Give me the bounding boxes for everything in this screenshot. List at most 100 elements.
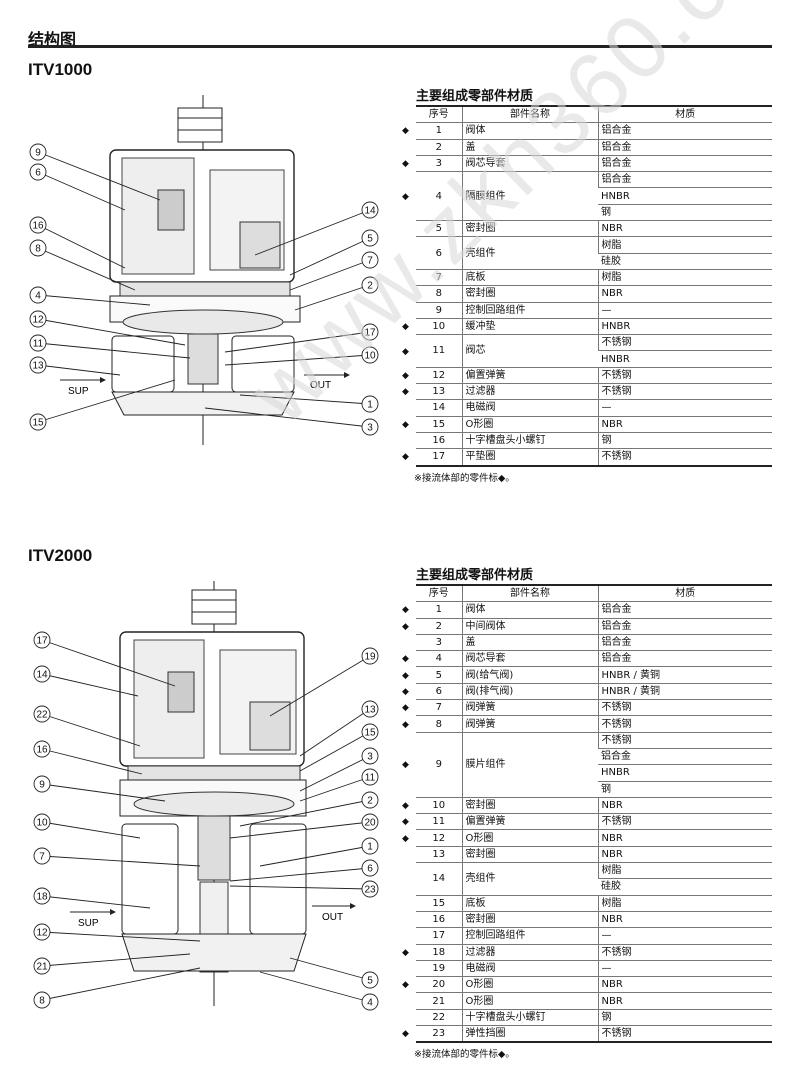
callout-leader-line — [37, 379, 176, 423]
callout-circle — [361, 723, 379, 741]
callout-leader-line — [294, 284, 371, 311]
callout-label: 22 — [36, 710, 48, 721]
part-number: 5 — [416, 220, 462, 238]
callout-circle — [361, 276, 379, 294]
callout-label: 1 — [367, 400, 373, 411]
part-name: 盖 — [461, 138, 598, 156]
part-name: 电磁阀 — [461, 399, 598, 417]
title-rule — [28, 45, 772, 48]
part-material: 不锈钢 — [597, 943, 772, 961]
fluid-contact-marker: ◆ — [402, 452, 409, 463]
callout-leader-line — [229, 867, 371, 882]
fluid-contact-marker: ◆ — [402, 370, 409, 381]
callout-label: 19 — [364, 652, 376, 663]
part-number: 21 — [416, 992, 462, 1010]
callout-leader-line — [37, 224, 126, 269]
part-name: 密封圈 — [461, 285, 598, 303]
part-name: 阀芯导套 — [461, 650, 598, 668]
part-name: 阀(给气阀) — [461, 666, 598, 684]
callout-label: 10 — [364, 351, 376, 362]
fluid-contact-marker: ◆ — [402, 947, 409, 958]
callout-leader-line — [37, 171, 126, 211]
part-number: 1 — [416, 122, 462, 140]
callout-label: 4 — [367, 998, 373, 1009]
table-title: 主要组成零部件材质 — [416, 568, 534, 583]
callout-leader-line — [41, 748, 143, 775]
part-material: 钢 — [597, 1008, 772, 1027]
callout-circle — [29, 143, 47, 161]
part-number: 7 — [416, 699, 462, 717]
part-material: NBR — [597, 796, 772, 815]
part-material: 不锈钢 — [597, 383, 772, 401]
callout-circle — [361, 323, 379, 341]
part-number: 3 — [416, 154, 462, 173]
fluid-contact-marker: ◆ — [402, 686, 409, 697]
part-number: 8 — [416, 715, 462, 733]
part-number: 10 — [416, 317, 462, 336]
callout-label: 11 — [33, 339, 44, 350]
callout-circle — [29, 239, 47, 257]
callout-circle — [33, 991, 51, 1009]
callout-leader-line — [37, 364, 121, 376]
part-number: 14 — [416, 862, 462, 896]
part-number: 10 — [416, 796, 462, 815]
part-material: 硅胶 — [598, 878, 772, 896]
part-name: 阀芯导套 — [461, 154, 598, 173]
part-number: 5 — [416, 666, 462, 684]
part-material: 铝合金 — [597, 650, 772, 668]
callout-label: 7 — [367, 256, 373, 267]
header-material: 材质 — [597, 584, 772, 603]
part-material: 铝合金 — [597, 122, 772, 140]
callout-label: 5 — [367, 976, 373, 987]
part-name: 阀弹簧 — [461, 699, 598, 717]
callout-label: 5 — [367, 234, 373, 245]
callout-label: 15 — [364, 728, 376, 739]
part-material: 铝合金 — [597, 617, 772, 635]
part-number: 4 — [416, 650, 462, 668]
callout-circle — [361, 768, 379, 786]
part-name: 底板 — [461, 894, 598, 912]
part-material: HNBR / 黄铜 — [597, 682, 772, 701]
callout-label: 13 — [364, 705, 376, 716]
callout-leader-line — [259, 971, 371, 1003]
callout-leader-line — [41, 855, 201, 867]
part-name: O形圈 — [461, 829, 598, 847]
callout-label: 10 — [36, 818, 48, 829]
callout-label: 15 — [32, 418, 44, 429]
part-material: 不锈钢 — [597, 699, 772, 717]
callout-leader-line — [41, 639, 176, 687]
callout-label: 14 — [36, 670, 48, 681]
callout-label: 23 — [364, 885, 376, 896]
callout-circle — [361, 346, 379, 364]
part-name: 密封圈 — [461, 845, 598, 864]
callout-label: 18 — [36, 892, 48, 903]
part-material: 树脂 — [597, 236, 772, 254]
part-number: 18 — [416, 943, 462, 961]
part-name: 十字槽盘头小螺钉 — [461, 1008, 598, 1027]
callout-leader-line — [41, 895, 151, 909]
part-name: O形圈 — [461, 415, 598, 433]
fluid-contact-marker: ◆ — [402, 654, 409, 665]
part-name: 中间阀体 — [461, 617, 598, 635]
fluid-contact-marker: ◆ — [402, 191, 409, 202]
fluid-contact-marker: ◆ — [402, 346, 409, 357]
